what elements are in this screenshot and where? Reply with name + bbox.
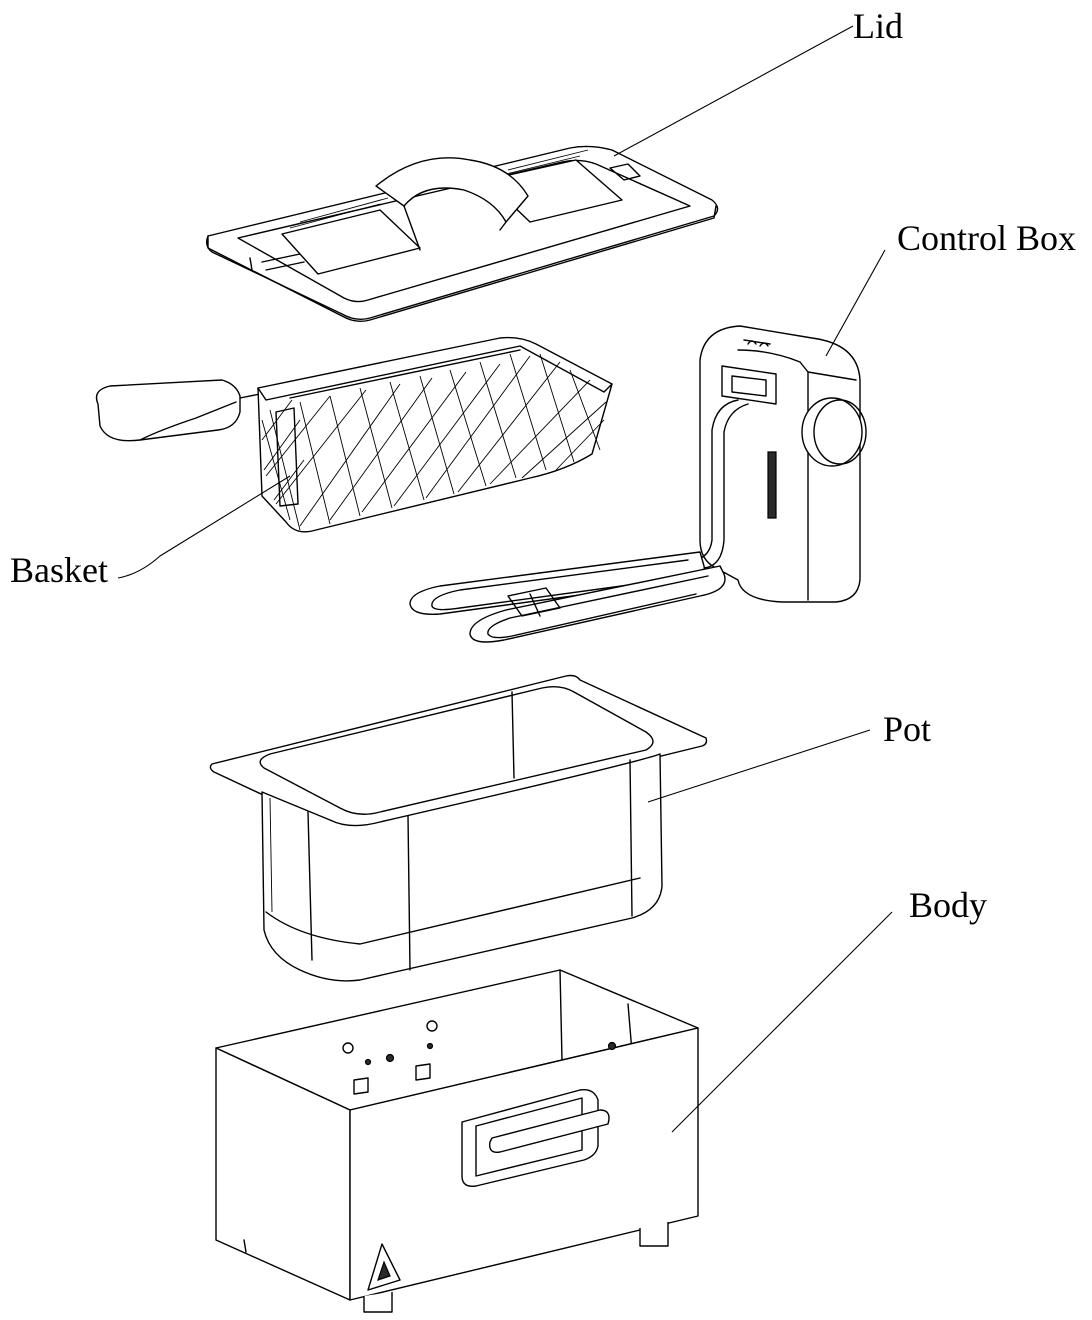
lid-leader	[613, 25, 854, 157]
body-part	[215, 969, 699, 1313]
lid-part	[205, 145, 719, 323]
lid-label: Lid	[853, 6, 903, 46]
body-label: Body	[909, 885, 988, 925]
pot-label: Pot	[883, 709, 932, 749]
basket-label: Basket	[10, 550, 108, 590]
body-leader	[671, 911, 893, 1133]
pot-part	[209, 674, 708, 982]
basket-leader	[117, 475, 291, 579]
pot-leader	[647, 729, 871, 803]
control-box-part	[409, 325, 867, 643]
control-box-leader	[825, 249, 886, 357]
control-box-label: Control Box	[897, 218, 1077, 258]
basket-part	[95, 336, 613, 533]
